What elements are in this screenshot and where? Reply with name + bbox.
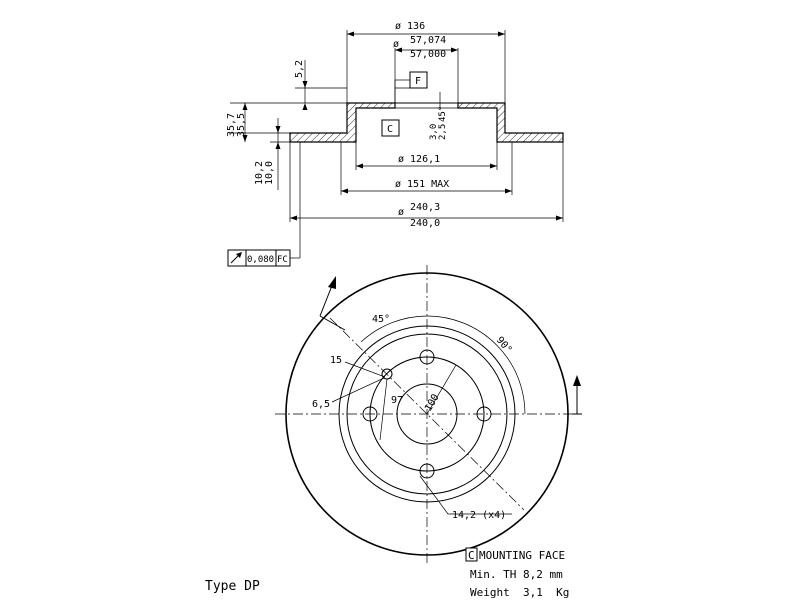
datum-f-box: [409, 71, 428, 89]
dim-outer-bell: ø 136: [395, 21, 425, 32]
tolerance-value: 0,080: [247, 255, 274, 265]
dim-inner-ring: ø 126,1: [398, 154, 440, 165]
dim-flange-thickness: 5,2: [294, 60, 305, 78]
rotation-arrow-icon: [319, 276, 346, 331]
direction-arrow-icon: [572, 375, 582, 415]
plan-view: 45° 90° 15 6,5 97 100 14,2 (x4): [275, 265, 582, 565]
dim-chamfer-angle: 45°: [438, 106, 448, 122]
disc-section-right: [457, 102, 564, 143]
section-view: ø 136 ø 57,074 57,000 F C 5,2 35,7 35,5 …: [226, 21, 564, 267]
dim-height-top: 35,7: [226, 113, 237, 137]
hole-spec: 14,2 (x4): [452, 510, 506, 521]
tolerance-datum: FC: [277, 255, 288, 265]
dim-6-5: 6,5: [312, 399, 330, 410]
bolt-hole-right: [476, 406, 492, 422]
dim-offset-bottom: 10,0: [264, 161, 275, 185]
datum-f: F: [415, 76, 421, 87]
angle-90: 90°: [494, 335, 514, 356]
min-thickness: Min. TH 8,2 mm: [470, 568, 563, 581]
datum-c: C: [387, 124, 393, 135]
dim-max: ø 151 MAX: [395, 179, 449, 190]
dim-disc-prefix: ø: [398, 207, 404, 218]
dim-height-bottom: 35,5: [236, 113, 247, 137]
notes-block: C MOUNTING FACE Min. TH 8,2 mm Weight 3,…: [205, 547, 569, 599]
mounting-face-symbol-box: [465, 547, 478, 562]
dim-97: 97: [391, 395, 403, 406]
dim-hub-bore-top: 57,074: [410, 35, 446, 46]
dim-disc-top: 240,3: [410, 202, 440, 213]
dim-hub-bore-bottom: 57,000: [410, 49, 446, 60]
mounting-face-symbol: C: [468, 549, 475, 562]
bolt-hole-top: [419, 349, 435, 365]
runout-tolerance-frame: 0,080 FC: [227, 249, 291, 267]
datum-c-box: [381, 119, 400, 137]
dim-offset-top: 10,2: [254, 161, 265, 185]
dim-hub-bore-prefix: ø: [393, 39, 399, 50]
dim-disc-bottom: 240,0: [410, 218, 440, 229]
bolt-hole-left: [362, 406, 378, 422]
mounting-face-label: MOUNTING FACE: [479, 549, 565, 562]
weight: Weight 3,1 Kg: [470, 586, 569, 599]
dim-15: 15: [330, 355, 342, 366]
bolt-hole-bottom: [419, 463, 435, 479]
dim-chamfer: 3,0: [429, 124, 439, 140]
dim-chamfer-sub: 2,5: [438, 124, 448, 140]
pitch-circle: [369, 356, 485, 472]
dim-100: 100: [423, 392, 442, 413]
type-label: Type DP: [205, 579, 260, 594]
angle-45: 45°: [372, 314, 390, 325]
